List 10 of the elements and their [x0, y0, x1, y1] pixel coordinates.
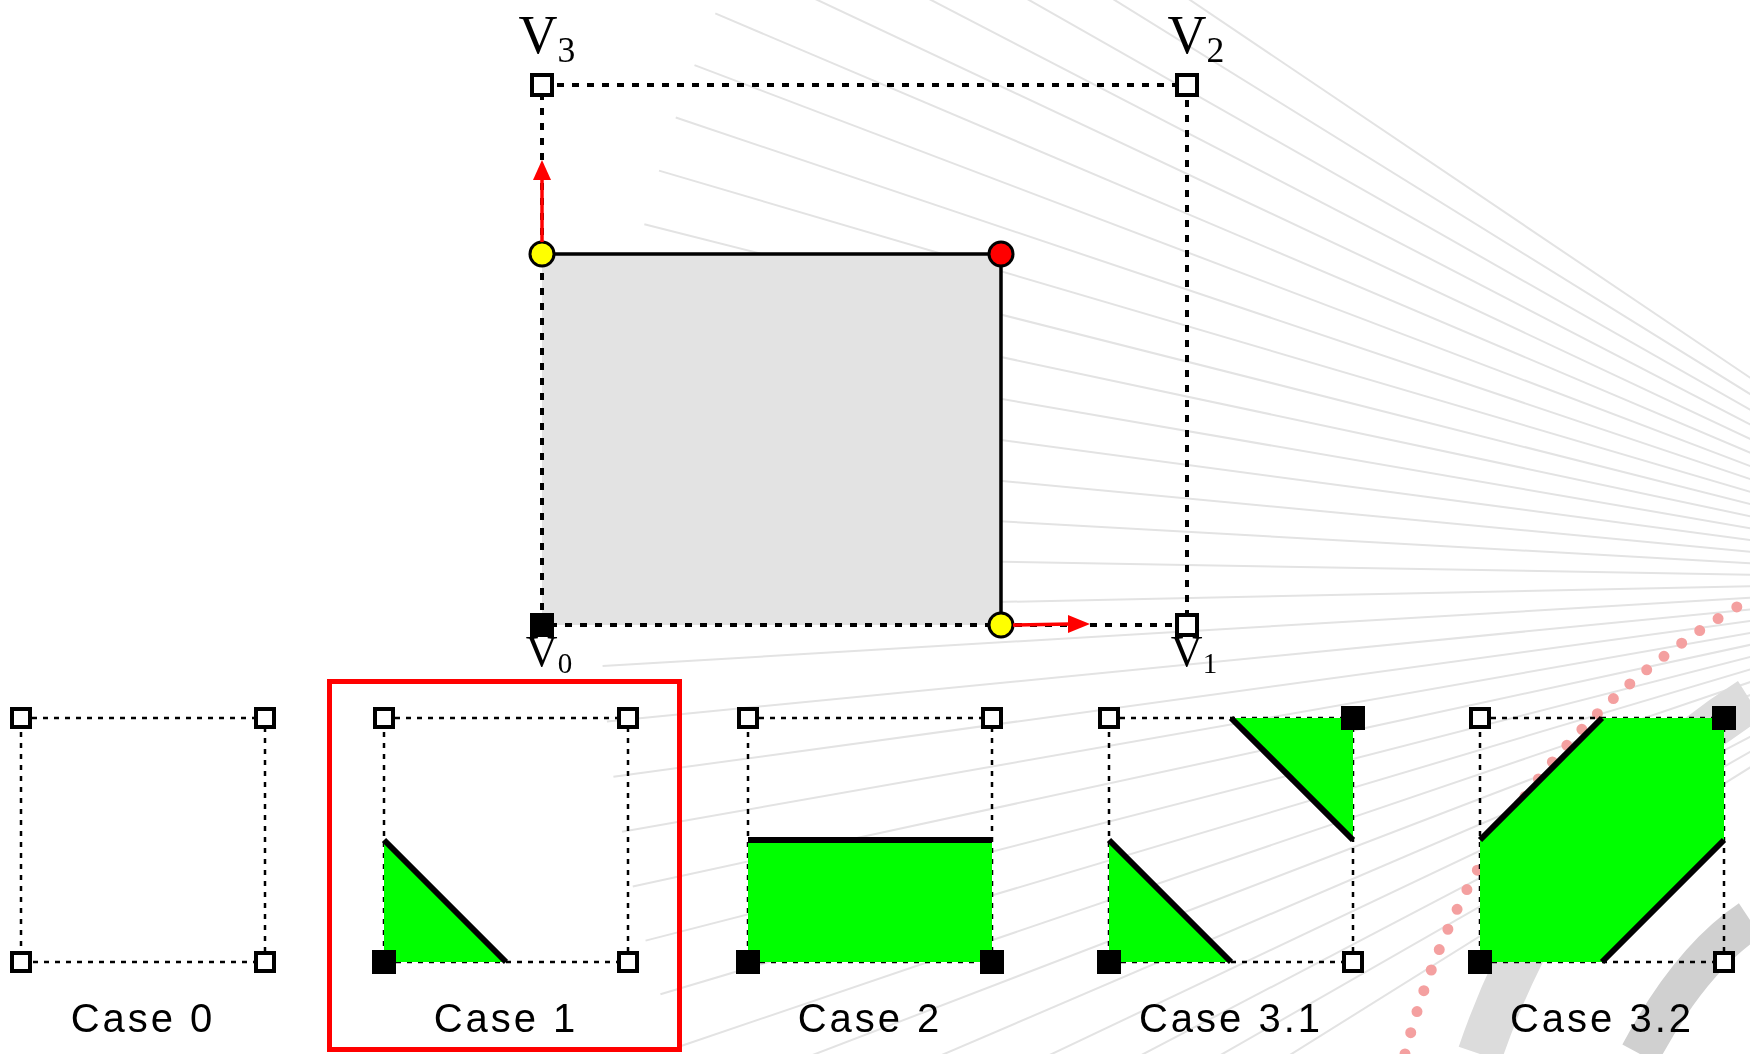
case-caption: Case 3.1 — [1138, 998, 1324, 1038]
vertex-label: V$_{0}$ — [525, 630, 573, 674]
case-caption: Case 2 — [797, 998, 943, 1038]
case-caption: Case 1 — [433, 998, 579, 1038]
case-caption: Case 0 — [70, 998, 216, 1038]
case-caption: Case 3.2 — [1509, 998, 1695, 1038]
vertex-label: V$_{2}$ — [1167, 8, 1225, 62]
highlight-frame — [327, 679, 682, 1052]
vertex-label: V$_{3}$ — [518, 8, 576, 62]
vertex-label: V$_{1}$ — [1170, 630, 1218, 674]
